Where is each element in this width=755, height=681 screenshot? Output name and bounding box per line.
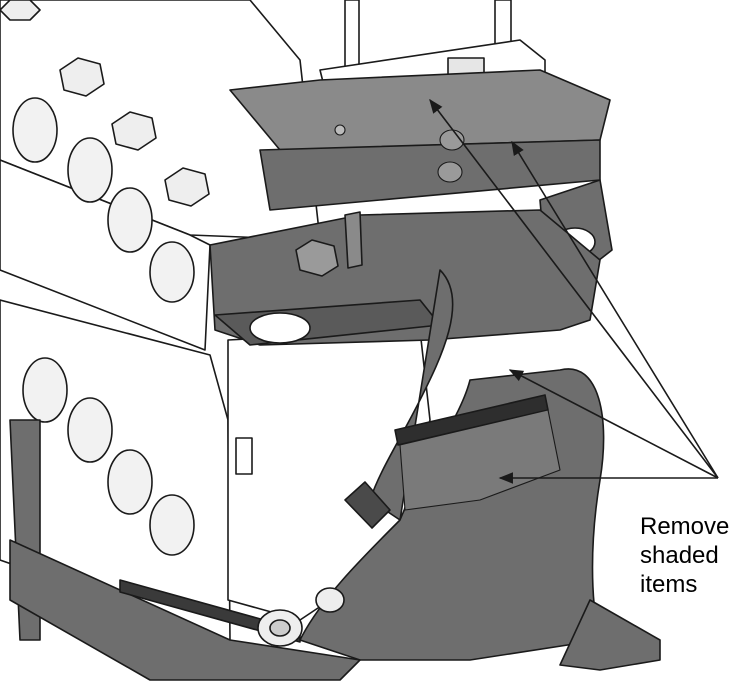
- bolt-head-icon: [149, 494, 195, 556]
- bolt-head-icon: [149, 241, 195, 303]
- hex-nut-icon: [164, 167, 210, 207]
- bolt-head-icon: [67, 137, 113, 203]
- bolt-head-icon: [107, 187, 153, 253]
- hex-nuts-top: [0, 0, 210, 207]
- bolt-head-icon: [67, 397, 113, 463]
- hex-nut-icon: [59, 57, 105, 97]
- arrow-icon: [429, 98, 719, 479]
- callout-arrows: [429, 98, 719, 484]
- bolt-row-lower: [22, 357, 195, 556]
- bolt-row-upper: [12, 97, 195, 303]
- arrow-icon: [508, 369, 719, 479]
- shaded-mounting-plate: [209, 209, 601, 346]
- arrow-icon: [511, 140, 719, 479]
- lower-fittings: [235, 437, 345, 647]
- bolt-head-icon: [107, 449, 153, 515]
- bolt-head-icon: [22, 357, 68, 423]
- bolt-head-icon: [12, 97, 58, 163]
- hex-nut-icon: [0, 0, 41, 21]
- shaded-lower-guard: [299, 269, 605, 661]
- cap-screw-icon: [437, 161, 463, 183]
- remove-shaded-items-label: Remove shaded items: [640, 513, 730, 598]
- hex-nut-icon: [295, 239, 339, 277]
- shaded-base-plate: [9, 419, 661, 681]
- hex-nut-icon: [111, 111, 157, 151]
